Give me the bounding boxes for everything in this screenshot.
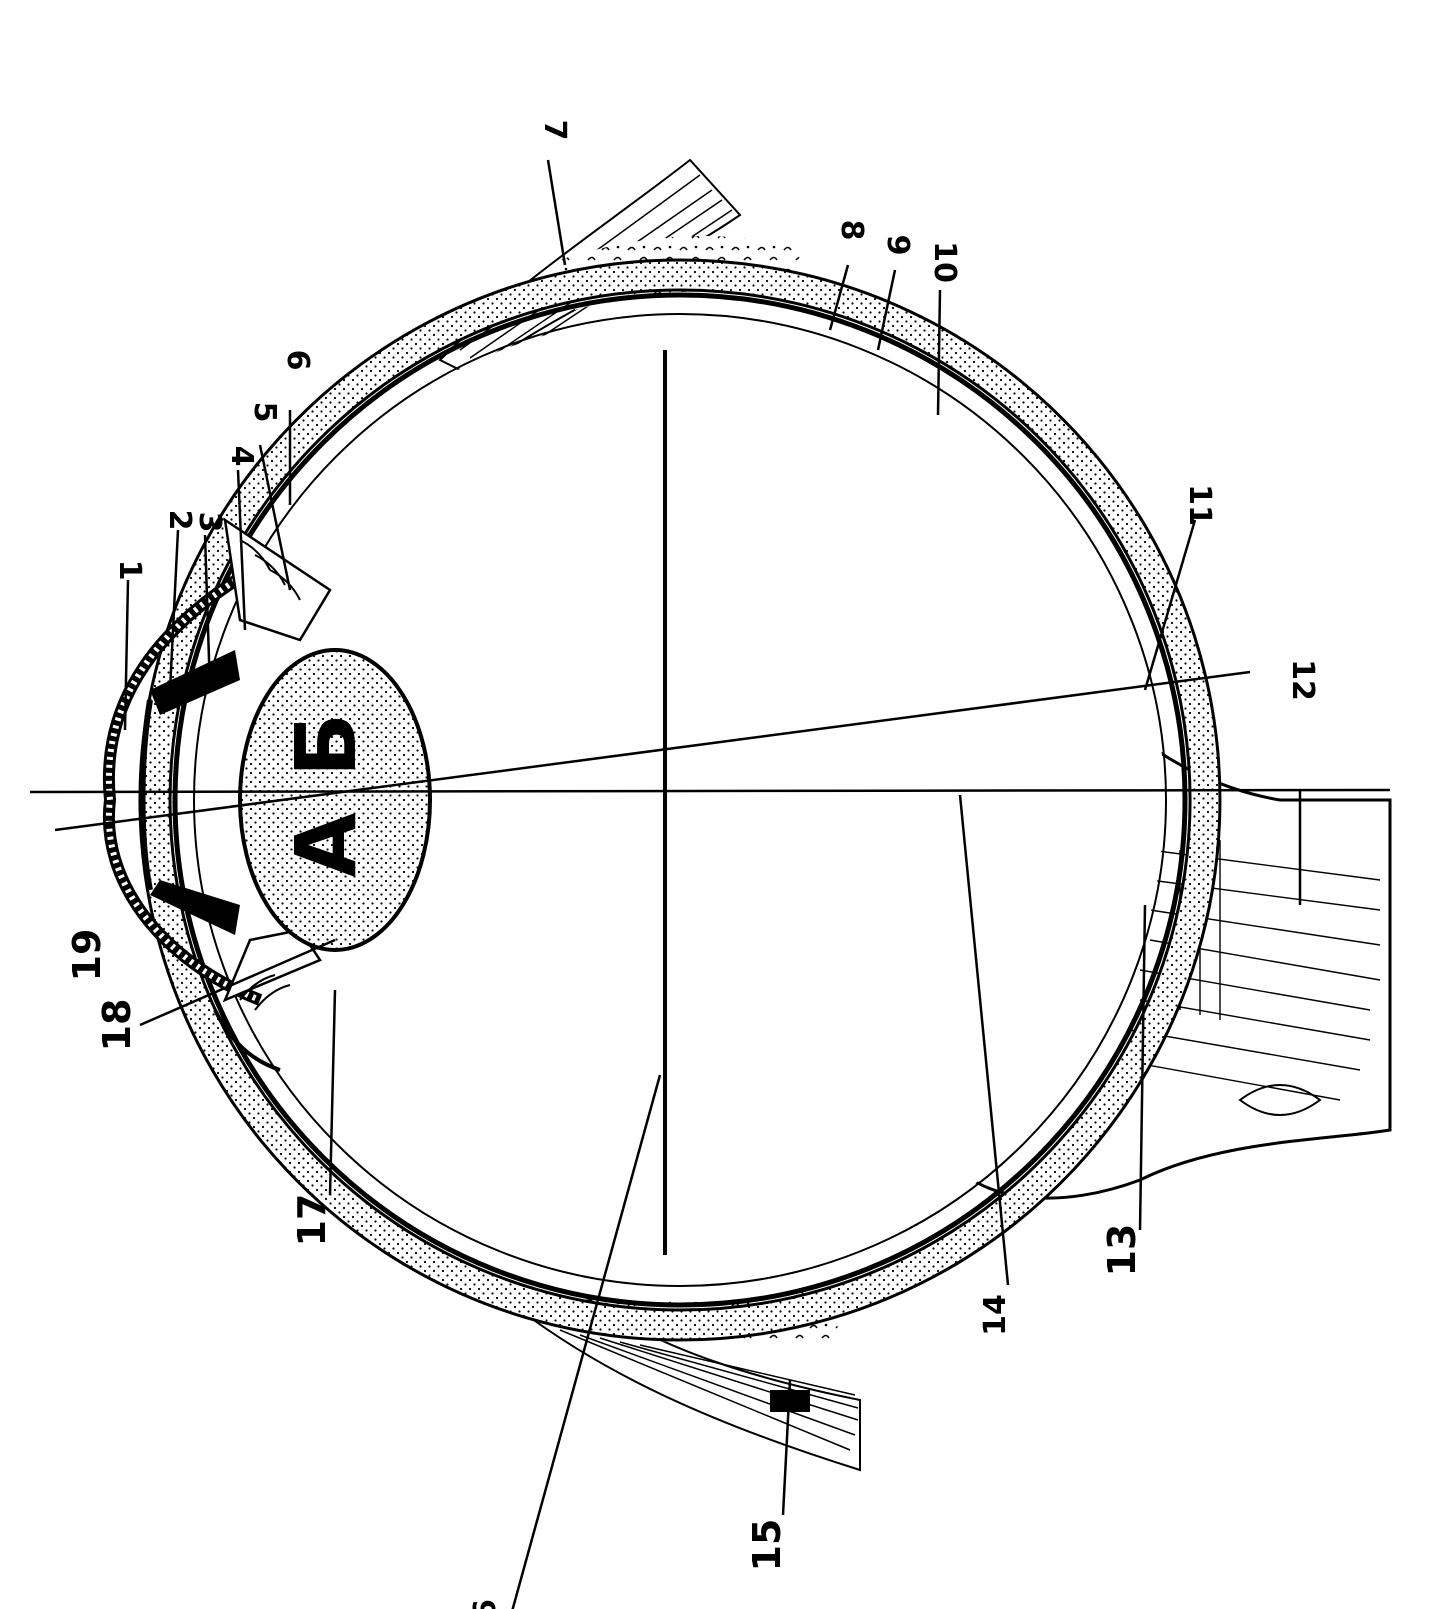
label-13: 13 <box>1100 1224 1144 1277</box>
retina <box>193 313 1167 1287</box>
label-18: 18 <box>95 999 139 1052</box>
label-5: 5 <box>247 402 282 423</box>
leader-lines <box>123 159 1302 1609</box>
visual-axis-line <box>54 670 1251 832</box>
label-6: 6 <box>280 350 315 371</box>
label-19: 19 <box>65 929 109 982</box>
label-14: 14 <box>978 1294 1013 1336</box>
label-10: 10 <box>927 241 962 283</box>
label-2: 2 <box>162 510 197 531</box>
lens <box>238 648 432 952</box>
vitreous-body <box>196 316 1164 1284</box>
label-7: 7 <box>537 120 572 141</box>
optical-axis-line <box>29 788 1391 794</box>
label-12: 12 <box>1285 659 1320 701</box>
label-15: 15 <box>745 1519 789 1572</box>
cornea <box>102 554 273 1006</box>
iris <box>139 650 240 935</box>
label-17: 17 <box>290 1194 334 1247</box>
label-1: 1 <box>112 560 147 581</box>
label-11: 11 <box>1182 484 1217 526</box>
label-3: 3 <box>192 512 227 533</box>
choroid <box>172 292 1188 1308</box>
label-16: 16 <box>468 1599 503 1609</box>
eyeball <box>138 258 1222 1342</box>
labels: 1 2 3 4 5 6 7 8 9 10 11 12 13 14 15 16 1… <box>65 120 1320 1609</box>
label-9: 9 <box>880 235 915 256</box>
lens-letter-a: А <box>277 812 375 877</box>
lens-letter-b: Б <box>277 713 375 777</box>
label-8: 8 <box>834 220 869 241</box>
label-4: 4 <box>224 446 259 467</box>
